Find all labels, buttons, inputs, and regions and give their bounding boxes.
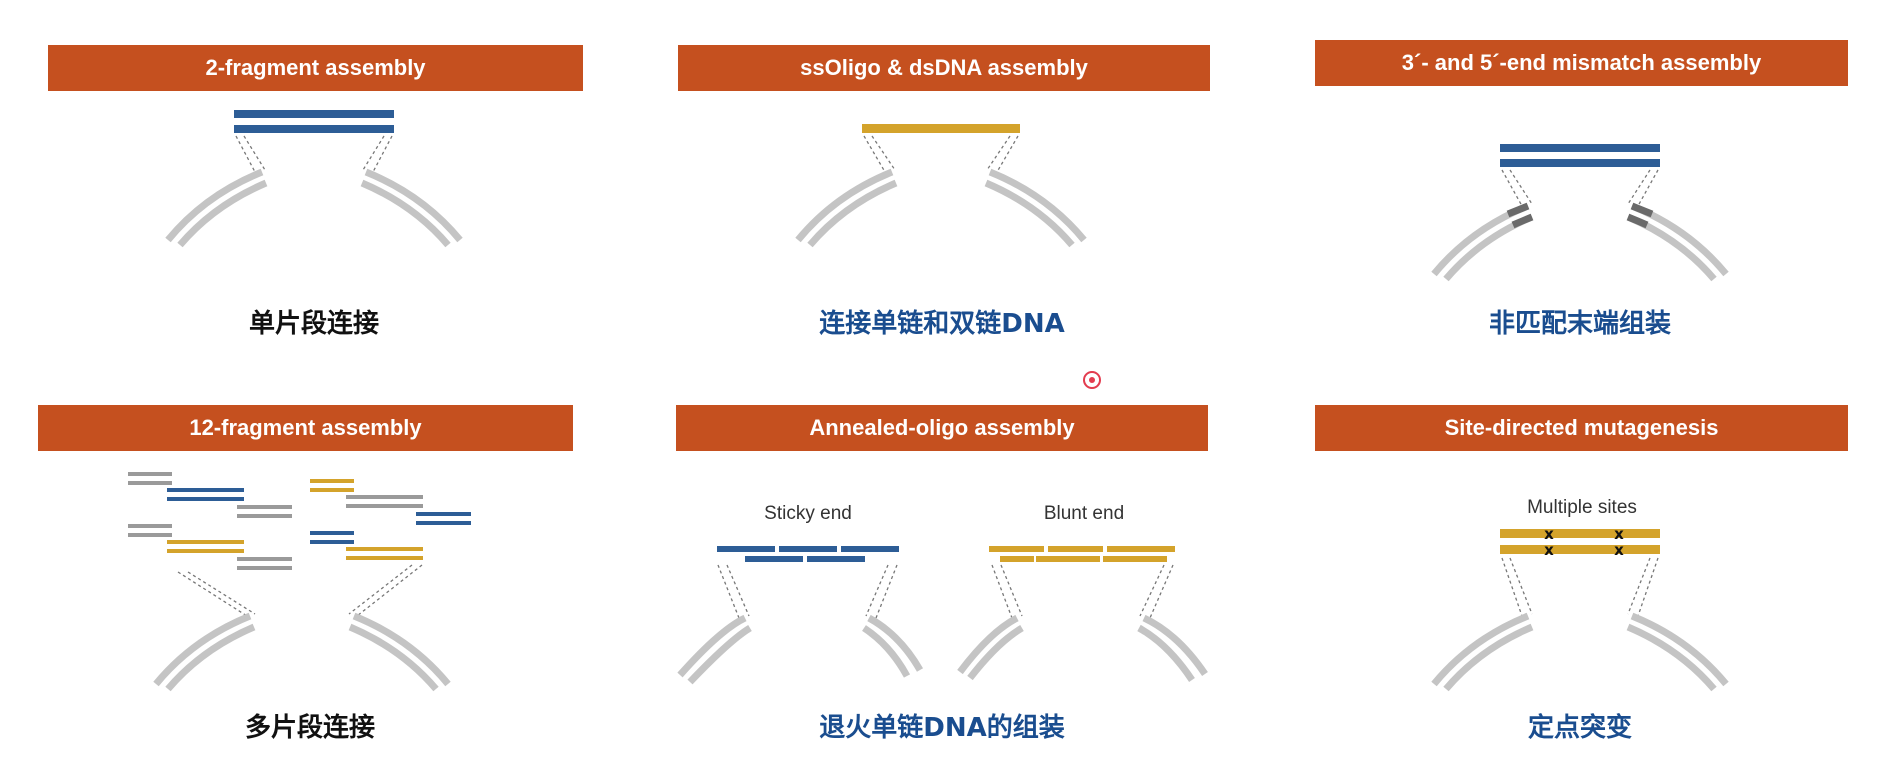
panel-caption-mismatch: 非匹配末端组装 — [1488, 309, 1671, 339]
cursor-indicator — [1083, 371, 1101, 389]
panel-title-mismatch: 3´- and 5´-end mismatch assembly — [1315, 40, 1848, 86]
sticky-end-oligos — [717, 546, 899, 562]
panel-title-2-fragment: 2-fragment assembly — [48, 45, 583, 91]
vector-backbone — [795, 168, 1087, 248]
mutation-mark: x — [1544, 541, 1554, 559]
vector-backbone — [153, 612, 451, 692]
panel-title-ssoligo: ssOligo & dsDNA assembly — [678, 45, 1210, 91]
dsdna-top-strand — [1500, 529, 1660, 538]
panel-title-12-fragment: 12-fragment assembly — [38, 405, 573, 451]
panel-title-site-directed: Site-directed mutagenesis — [1315, 405, 1848, 451]
dsdna-top-strand — [1500, 144, 1660, 152]
vector-backbone — [1431, 612, 1729, 692]
mutation-mark: x — [1614, 525, 1624, 543]
dsdna-bottom-strand — [234, 125, 394, 133]
panel-3-diagram — [1431, 144, 1729, 282]
panel-title-annealed-oligo: Annealed-oligo assembly — [676, 405, 1208, 451]
panel-2-diagram — [795, 124, 1087, 248]
blunt-end-oligos — [989, 546, 1175, 562]
multiple-sites-label: Multiple sites — [1527, 497, 1637, 518]
panel-5-diagram: Sticky end Blunt end — [677, 503, 1208, 685]
vector-backbone — [677, 614, 1208, 685]
panel-caption-multi-fragment: 多片段连接 — [244, 713, 375, 743]
panel-4-diagram — [128, 472, 471, 692]
connector-lines — [177, 564, 423, 617]
sticky-end-label: Sticky end — [764, 503, 852, 524]
mismatch-ends — [1506, 202, 1654, 229]
blunt-end-label: Blunt end — [1044, 503, 1124, 524]
vector-backbone — [1431, 202, 1729, 282]
connector-lines — [717, 564, 1174, 619]
panel-caption-ss-ds-dna: 连接单链和双链DNA — [819, 309, 1065, 339]
mutation-marks: x x x x — [1544, 525, 1624, 559]
connector-lines — [1501, 557, 1659, 617]
fragments — [128, 472, 471, 570]
dsdna-bottom-strand — [1500, 159, 1660, 167]
mutation-mark: x — [1544, 525, 1554, 543]
connector-lines — [235, 135, 393, 173]
connector-lines — [863, 135, 1019, 173]
ssoligo-strand — [862, 124, 1020, 133]
connector-lines — [1501, 169, 1659, 207]
vector-backbone — [165, 168, 463, 248]
panel-caption-single-fragment: 单片段连接 — [248, 309, 379, 339]
mutation-mark: x — [1614, 541, 1624, 559]
panel-caption-annealed: 退火单链DNA的组装 — [819, 713, 1065, 743]
dsdna-bottom-strand — [1500, 545, 1660, 554]
dsdna-top-strand — [234, 110, 394, 118]
panel-caption-mutagenesis: 定点突变 — [1527, 713, 1632, 743]
panel-6-diagram: Multiple sites x x x x — [1431, 497, 1729, 692]
panel-1-diagram — [165, 110, 463, 248]
